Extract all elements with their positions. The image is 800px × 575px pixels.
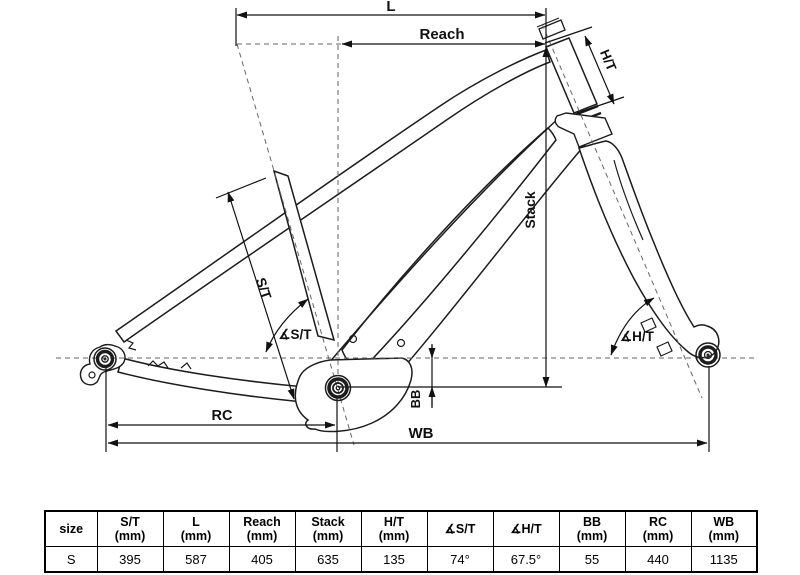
chainstay [117, 357, 306, 403]
ht-dimension [584, 35, 615, 105]
head-tube [545, 37, 598, 114]
table-header-cell: ∡H/T [492, 510, 560, 547]
label-bb: BB [408, 390, 423, 409]
table-cell: 587 [162, 546, 230, 573]
table-header-cell: Stack(mm) [294, 510, 362, 547]
label-angle-ht: ∡H/T [620, 329, 655, 344]
table-header-cell: WB(mm) [690, 510, 758, 547]
motor-bolt-left [348, 334, 358, 344]
fork-arch-line [613, 159, 644, 241]
table-cell: S [44, 546, 98, 573]
bb-outer [324, 374, 352, 402]
front-axle-inner [703, 350, 713, 360]
label-st: S/T [253, 275, 275, 301]
table-cell: 135 [360, 546, 428, 573]
front-axle-dot [706, 353, 710, 357]
bb-center [335, 385, 341, 391]
rear-axle-inner [101, 355, 109, 363]
table-header-cell: L(mm) [162, 510, 230, 547]
seat-tube-axis [236, 43, 355, 446]
table-header-cell: BB(mm) [558, 510, 626, 547]
table-header-cell: size [44, 510, 98, 547]
front-axle-outer [695, 342, 721, 368]
table-cell: 395 [96, 546, 164, 573]
ht-extension-top [544, 26, 593, 44]
rear-axle-outer [93, 347, 117, 371]
motor-cover [294, 357, 413, 433]
front-axle-ring [698, 345, 718, 365]
label-angle-st: ∡S/T [278, 327, 312, 342]
st-extension-top [215, 177, 267, 199]
brake-mount-lower [656, 341, 673, 357]
rear-axle-ring [95, 349, 115, 369]
hanger-hole [88, 371, 96, 379]
headset-spacers [538, 19, 566, 40]
dropout-detail [125, 339, 192, 370]
angle-st-arc [265, 298, 309, 353]
ht-extension-bottom [576, 96, 625, 114]
dimension-labels: L Reach H/T Stack S/T ∡S/T ∡H/T BB RC WB [212, 0, 655, 442]
fork-lowers [578, 140, 720, 359]
label-stack: Stack [522, 191, 538, 229]
table-cell: 74° [426, 546, 494, 573]
st-dimension [227, 191, 295, 400]
table-header-cell: ∡S/T [426, 510, 494, 547]
label-ht: H/T [597, 47, 620, 74]
hub-and-bb-circles [93, 342, 721, 402]
rear-axle-dot [103, 357, 107, 361]
label-l: L [386, 0, 395, 15]
table-header-cell: Reach(mm) [228, 510, 296, 547]
fork-crown [554, 112, 613, 148]
label-reach: Reach [419, 26, 464, 43]
label-wb: WB [409, 425, 434, 442]
bb-mid [332, 382, 344, 394]
table-cell: 1135 [690, 546, 758, 573]
table-header-cell: H/T(mm) [360, 510, 428, 547]
angle-ht-arc [610, 297, 655, 356]
table-cell: 405 [228, 546, 296, 573]
dimension-lines [105, 8, 710, 452]
table-cell: 55 [558, 546, 626, 573]
motor-bolt-right [396, 338, 406, 348]
label-rc: RC [212, 408, 233, 424]
bb-ring [327, 377, 349, 399]
steering-axis [541, 23, 703, 399]
table-cell: 635 [294, 546, 362, 573]
table-cell: 440 [624, 546, 692, 573]
stem-line [536, 17, 560, 28]
frame-drawing [79, 17, 720, 433]
table-header-cell: RC(mm) [624, 510, 692, 547]
table-header-cell: S/T(mm) [96, 510, 164, 547]
construction-lines [56, 23, 754, 446]
table-cell: 67.5° [492, 546, 560, 573]
bike-geometry-diagram: L Reach H/T Stack S/T ∡S/T ∡H/T BB RC WB [56, 0, 754, 452]
